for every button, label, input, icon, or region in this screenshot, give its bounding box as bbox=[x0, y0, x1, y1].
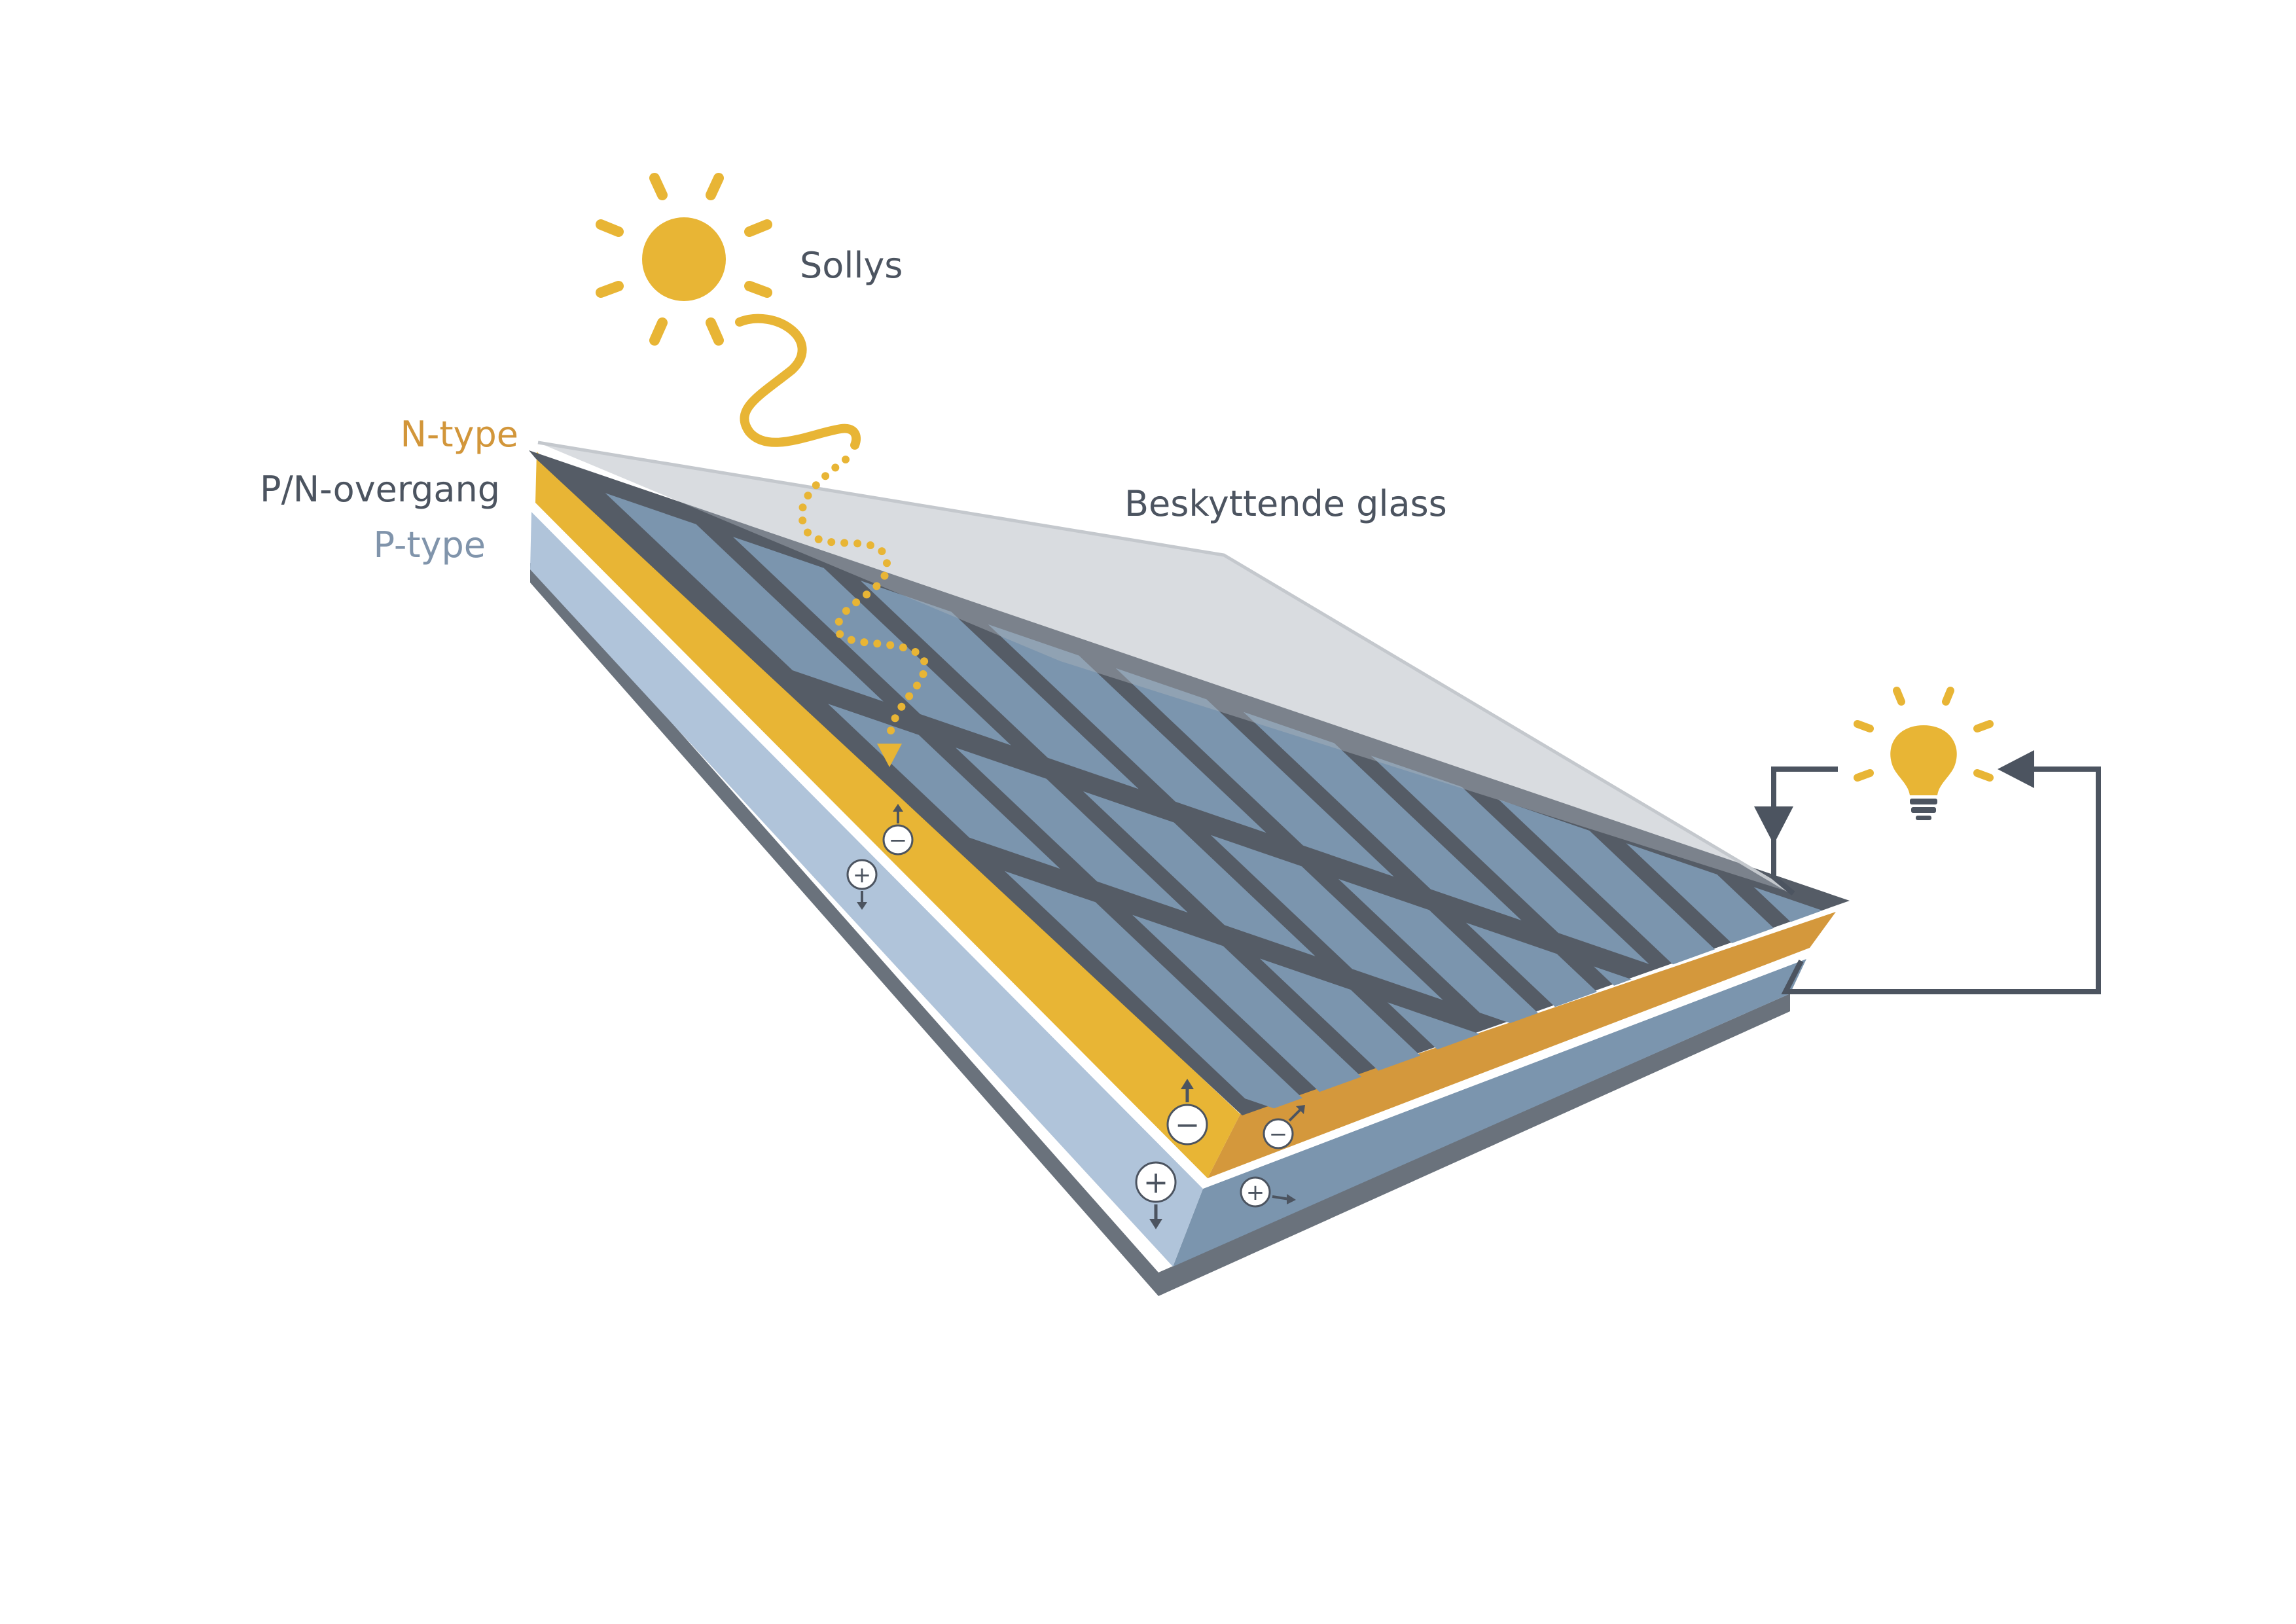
photon-dot bbox=[899, 643, 907, 652]
solar-cell bbox=[1977, 1098, 2209, 1263]
photon-dot bbox=[831, 463, 840, 472]
solar-cell bbox=[1770, 1134, 2102, 1392]
photon-dot bbox=[878, 547, 886, 556]
solar-cell bbox=[1243, 712, 1522, 921]
solar-cell bbox=[1898, 1178, 2229, 1436]
photon-dot bbox=[814, 535, 823, 543]
photon-dot bbox=[840, 539, 849, 547]
photon-dot bbox=[891, 714, 899, 723]
circuit-wire-right bbox=[1781, 767, 2101, 994]
charge-plus-small-top: + bbox=[846, 859, 878, 910]
circuit-arrow-down bbox=[1754, 806, 1793, 844]
charge-plus-side: + bbox=[1240, 1176, 1296, 1208]
photon-dot bbox=[919, 670, 927, 678]
charge-minus-small-top: − bbox=[882, 804, 914, 856]
svg-text:+: + bbox=[853, 862, 872, 888]
solar-cell bbox=[1115, 668, 1394, 877]
n-type-front-face bbox=[535, 452, 1240, 1178]
svg-text:−: − bbox=[1175, 1107, 1200, 1142]
photon-dot bbox=[842, 456, 850, 463]
photon-dot bbox=[905, 692, 914, 700]
svg-text:+: + bbox=[1143, 1164, 1169, 1200]
solar-cell bbox=[1083, 791, 1316, 956]
photon-dot bbox=[847, 636, 855, 644]
photon-wave-icon bbox=[735, 314, 861, 450]
photon-arrowhead bbox=[877, 744, 902, 767]
charge-minus-large: − bbox=[1166, 1079, 1208, 1146]
pn-junction-front-line bbox=[531, 503, 1208, 1189]
photon-dot bbox=[798, 516, 807, 525]
charge-plus-large: + bbox=[1135, 1161, 1177, 1229]
photon-dot bbox=[866, 541, 874, 549]
photon-dot bbox=[873, 640, 882, 648]
p-type-label: P-type bbox=[374, 524, 486, 566]
photon-dot bbox=[852, 598, 861, 607]
photon-path bbox=[798, 456, 929, 734]
circuit-wire-left bbox=[1771, 767, 1838, 896]
sunlight-label: Sollys bbox=[800, 245, 903, 286]
circuit-arrow-left bbox=[1998, 750, 2034, 788]
svg-text:−: − bbox=[1269, 1121, 1288, 1147]
solar-cell bbox=[1371, 755, 1649, 964]
photon-dot bbox=[804, 528, 812, 537]
solar-cell bbox=[956, 748, 1188, 913]
photon-dot bbox=[886, 641, 895, 649]
photon-dot bbox=[883, 559, 891, 568]
photon-dot bbox=[812, 481, 820, 490]
solar-cell bbox=[1210, 835, 1443, 1000]
solar-cell bbox=[988, 624, 1266, 833]
photon-dot bbox=[842, 607, 850, 615]
protective-glass bbox=[537, 441, 1793, 895]
photon-dot bbox=[872, 582, 881, 590]
solar-cell bbox=[1005, 871, 1336, 1119]
svg-text:+: + bbox=[1246, 1180, 1265, 1206]
photon-dot bbox=[836, 630, 844, 638]
solar-cell bbox=[1338, 878, 1571, 1044]
photon-dot bbox=[920, 657, 929, 666]
solar-cell bbox=[860, 581, 1139, 789]
pn-junction-side-line bbox=[1203, 948, 1810, 1189]
photon-dot bbox=[897, 702, 906, 711]
light-bulb-icon bbox=[1854, 687, 1994, 820]
sun-icon bbox=[596, 173, 772, 346]
photon-dot bbox=[834, 617, 843, 626]
solar-cell bbox=[1848, 1054, 1850, 1119]
photon-dot bbox=[887, 727, 895, 734]
photon-dot bbox=[911, 648, 920, 656]
svg-text:−: − bbox=[889, 827, 908, 854]
photon-dot bbox=[853, 539, 862, 548]
solar-cell bbox=[605, 493, 884, 702]
solar-cell bbox=[1721, 1010, 1850, 1119]
photon-dot bbox=[804, 492, 812, 500]
n-type-side-face bbox=[1208, 912, 1836, 1178]
solar-cell bbox=[2153, 1265, 2296, 1524]
photon-dot bbox=[798, 503, 807, 512]
photon-dot bbox=[880, 571, 889, 580]
solar-cell bbox=[1642, 1090, 1850, 1119]
p-type-side-face bbox=[1173, 959, 1806, 1267]
n-type-label: N-type bbox=[400, 414, 518, 455]
solar-cell bbox=[2026, 1221, 2296, 1480]
pn-junction-label: P/N-overgang bbox=[260, 469, 500, 510]
charge-minus-side: − bbox=[1263, 1105, 1305, 1149]
glass-label: Beskyttende glass bbox=[1124, 483, 1447, 524]
solar-cell bbox=[732, 537, 1011, 746]
photon-dot bbox=[821, 472, 830, 480]
photon-dot bbox=[863, 590, 871, 599]
p-type-front-face bbox=[530, 512, 1203, 1267]
photon-dot bbox=[913, 681, 921, 690]
photon-dot bbox=[827, 538, 836, 547]
photon-dot bbox=[860, 638, 869, 647]
